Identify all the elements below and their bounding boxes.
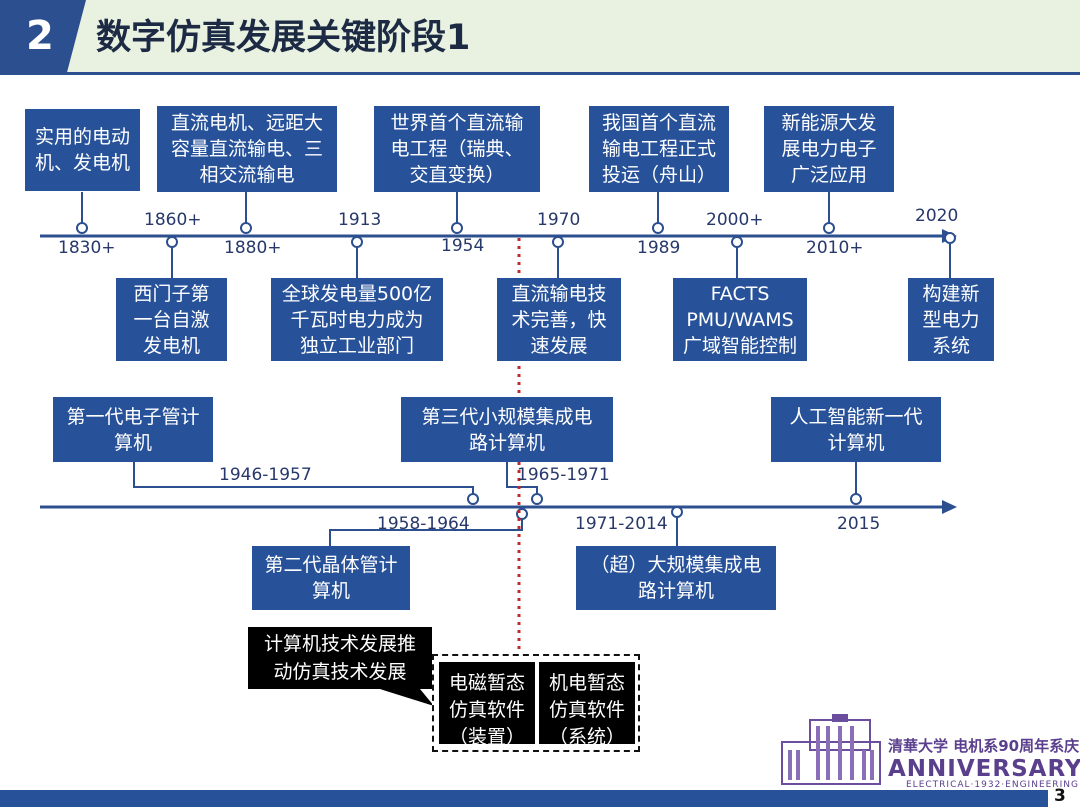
anniversary-logo-icon (781, 714, 881, 785)
year-label: 2010+ (806, 238, 864, 258)
year-label: 2020 (915, 206, 959, 226)
marker-2010 (823, 222, 835, 234)
header-band (0, 0, 1080, 72)
timeline2-arrowhead (942, 500, 957, 514)
footer-bar (0, 790, 1048, 807)
event-box-power-industry: 全球发电量500亿 千瓦时电力成为 独立工业部门 (271, 278, 443, 361)
header-rule (0, 72, 1080, 75)
page-number: 3 (1054, 786, 1066, 806)
marker-1989 (652, 222, 664, 234)
era-box-ai: 人工智能新一代 计算机 (771, 397, 941, 462)
year-label: 2000+ (706, 210, 764, 230)
logo-anniversary-text: ANNIVERSARY (888, 756, 1080, 782)
logo-university-text: 清華大学 电机系90周年系庆 (888, 737, 1080, 755)
period-label: 2015 (837, 514, 881, 534)
event-box-facts: FACTS PMU/WAMS 广域智能控制 (673, 278, 807, 361)
marker-2020 (944, 232, 956, 244)
period-label: 1965-1971 (517, 465, 610, 485)
marker-1971 (671, 506, 683, 518)
callout-computer-drives-simulation: 计算机技术发展推 动仿真技术发展 (248, 627, 432, 689)
marker-1913 (351, 236, 363, 248)
event-box-zhoushan: 我国首个直流 输电工程正式 投运（舟山） (589, 106, 729, 192)
marker-1880 (240, 222, 252, 234)
marker-1860 (166, 236, 178, 248)
year-label: 1970 (537, 210, 581, 230)
electromechanical-simulation-box: 机电暂态 仿真软件 （系统） (539, 662, 635, 748)
marker-1965 (531, 493, 543, 505)
page-title: 数字仿真发展关键阶段1 (96, 18, 471, 58)
marker-1954 (451, 222, 463, 234)
era-box-ssi: 第三代小规模集成电 路计算机 (401, 397, 613, 462)
year-label: 1860+ (144, 210, 202, 230)
year-label: 1954 (441, 236, 485, 256)
event-box-first-dc-project: 世界首个直流输 电工程（瑞典、 交直变换） (374, 106, 540, 192)
era-box-vlsi: （超）大规模集成电 路计算机 (576, 546, 776, 610)
event-box-renewables: 新能源大发 展电力电子 广泛应用 (764, 106, 894, 192)
year-label: 1913 (338, 210, 382, 230)
marker-1970 (552, 236, 564, 248)
period-label: 1946-1957 (219, 465, 312, 485)
event-box-new-power-system: 构建新 型电力 系统 (908, 278, 994, 361)
logo-tagline-text: ELECTRICAL·1932·ENGINEERING (906, 780, 1079, 790)
event-box-dc-ac-transmission: 直流电机、远距大 容量直流输电、三 相交流输电 (157, 106, 337, 192)
era-box-vacuum-tube: 第一代电子管计 算机 (53, 397, 213, 462)
year-label: 1830+ (58, 238, 116, 258)
event-box-motor-generator: 实用的电动 机、发电机 (25, 109, 140, 191)
callout-tail (380, 689, 434, 706)
year-label: 1989 (637, 238, 681, 258)
era-box-transistor: 第二代晶体管计 算机 (252, 546, 410, 610)
marker-1946 (467, 493, 479, 505)
period-label: 1971-2014 (575, 514, 668, 534)
year-label: 1880+ (224, 238, 282, 258)
marker-2000 (731, 236, 743, 248)
emt-simulation-box: 电磁暂态 仿真软件 （装置） (439, 662, 535, 748)
event-box-siemens: 西门子第 一台自激 发电机 (116, 278, 227, 361)
period-label: 1958-1964 (377, 514, 470, 534)
event-box-dc-mature: 直流输电技 术完善，快 速发展 (497, 278, 621, 361)
simulation-software-group: 电磁暂态 仿真软件 （装置） 机电暂态 仿真软件 （系统） (432, 654, 640, 752)
marker-2015 (850, 493, 862, 505)
marker-1830 (76, 222, 88, 234)
